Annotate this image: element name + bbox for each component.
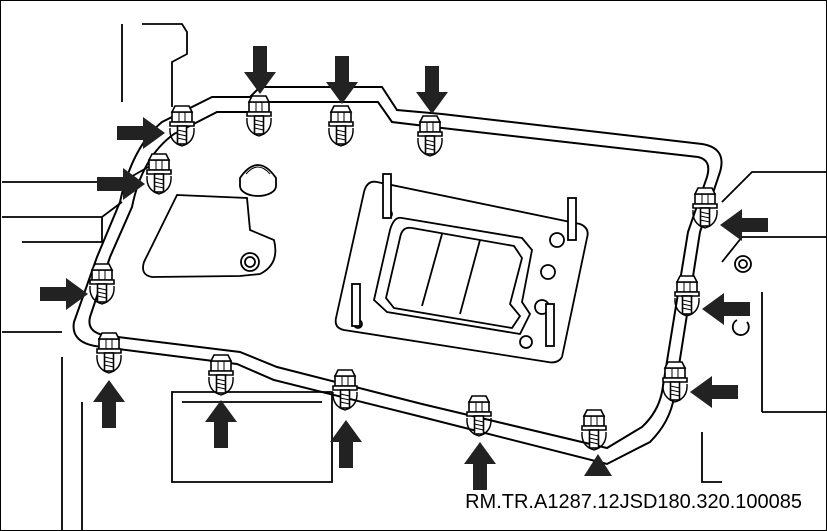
arrow-12 — [330, 420, 362, 468]
arrow-11 — [205, 400, 237, 448]
bolt-2 — [246, 95, 272, 137]
arrow-1 — [117, 117, 165, 149]
transmission-housing — [2, 23, 827, 531]
bolt-4 — [417, 115, 443, 157]
bolt-12 — [332, 369, 358, 411]
arrow-6 — [416, 66, 448, 114]
bolt-1 — [169, 105, 195, 147]
arrow-14 — [584, 454, 612, 476]
bolt-7 — [89, 263, 115, 305]
bolt-6 — [692, 187, 718, 229]
drain-plug — [239, 164, 277, 197]
bolt-9 — [96, 332, 122, 374]
arrow-10 — [93, 380, 125, 428]
figure-reference-code: RM.TR.A1287.12JSD180.320.100085 — [465, 491, 802, 513]
valve-body-opening — [334, 173, 589, 364]
arrow-group — [40, 46, 768, 490]
oil-pan-flange — [72, 86, 723, 466]
bolt-3 — [328, 105, 354, 147]
bolt-5 — [146, 153, 172, 195]
arrow-9 — [690, 376, 738, 408]
arrow-5 — [326, 56, 358, 104]
bolt-10 — [662, 361, 688, 403]
bolt-8 — [674, 275, 700, 317]
bolt-13 — [466, 395, 492, 437]
bolt-11 — [208, 354, 234, 396]
bolt-14 — [581, 409, 607, 451]
arrow-8 — [702, 293, 750, 325]
arrow-13 — [464, 442, 496, 490]
left-cover-plate — [142, 194, 277, 278]
